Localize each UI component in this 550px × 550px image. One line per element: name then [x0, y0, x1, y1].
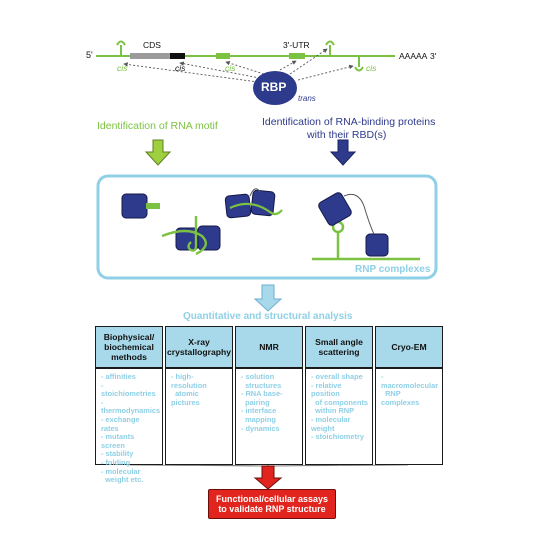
method-item: -stoichiometry — [311, 432, 364, 442]
rbp-binding-arrows — [123, 48, 354, 83]
method-item: -interface — [241, 406, 277, 416]
method-item: pairing — [245, 397, 270, 407]
method-item: atomic pictures — [171, 389, 200, 407]
method-body-biophysical: -affinities -stoichiometries -thermodyna… — [95, 368, 163, 484]
method-item: -folding — [101, 457, 131, 467]
method-item: weight etc. — [105, 475, 144, 485]
method-item: -macromolecular — [381, 372, 439, 390]
utr-element-1 — [216, 53, 230, 59]
cis-label: cis — [225, 63, 236, 73]
method-header-biophysical: Biophysical/ biochemical methods — [95, 326, 163, 368]
mrna-schematic — [96, 40, 395, 105]
functional-assays-box: Functional/cellular assays to validate R… — [208, 489, 336, 519]
method-item: RNP complexes — [381, 389, 420, 407]
method-item: -stoichiometries — [101, 380, 156, 399]
down-arrow-green-icon — [144, 139, 172, 166]
cds-region-black — [170, 53, 185, 59]
method-body-nmr: -solution structures -RNA base- pairing … — [235, 368, 303, 465]
stem-loop-icon — [116, 40, 126, 56]
method-header-xray: X-ray crystallography — [165, 326, 233, 368]
stem-loop-icon — [354, 56, 364, 72]
analysis-title: Quantitative and structural analysis — [183, 311, 353, 322]
rbp-oval — [253, 71, 297, 105]
rnp-complex-stemloop — [312, 192, 420, 261]
method-item: -dynamics — [241, 423, 280, 433]
method-item: of components — [315, 397, 369, 407]
cds-region-grey — [130, 53, 170, 59]
method-item: -thermodynamics — [101, 397, 161, 416]
method-header-saxs: Small angle scattering — [305, 326, 373, 368]
polya-label: AAAAA — [399, 51, 428, 61]
method-body-xray: -high-resolution atomic pictures — [165, 368, 233, 465]
method-item: -overall shape — [311, 372, 363, 381]
rna-motif-branch-label: Identification of RNA motif — [97, 120, 218, 132]
rnp-complexes-box — [96, 174, 438, 280]
rbp-branch-label-line2: with their RBD(s) — [307, 129, 387, 141]
rnp-complex-linker — [224, 188, 283, 219]
convergence-lines — [129, 464, 409, 467]
cis-label: cis — [117, 63, 128, 73]
method-item: -mutants screen — [101, 432, 135, 450]
method-item: -affinities — [101, 372, 136, 381]
rbp-label: RBP — [261, 80, 287, 94]
method-header-cryoem: Cryo-EM — [375, 326, 443, 368]
five-prime-label: 5' — [86, 50, 93, 60]
method-item: -solution — [241, 372, 275, 381]
rbp-branch-label-line1: Identification of RNA-binding proteins — [262, 116, 436, 128]
down-arrow-lightblue-icon — [253, 284, 283, 312]
three-prime-label: 3' — [430, 51, 437, 61]
method-item: -relative position — [311, 380, 342, 399]
method-item: within RNP — [315, 406, 355, 416]
method-item: -stability — [101, 449, 134, 459]
stem-loop-icon — [325, 40, 335, 56]
method-header-nmr: NMR — [235, 326, 303, 368]
cis-label: cis — [175, 63, 186, 73]
method-item: -exchange rates — [101, 414, 140, 433]
method-body-cryoem: -macromolecular RNP complexes — [375, 368, 443, 465]
down-arrow-navy-icon — [329, 139, 357, 166]
cis-label: cis — [366, 63, 377, 73]
method-item: -high-resolution — [171, 372, 207, 390]
utr-element-2 — [289, 53, 305, 59]
utr-label: 3'-UTR — [283, 40, 310, 50]
method-body-saxs: -overall shape -relative position of com… — [305, 368, 373, 465]
rnp-complex-tandem — [161, 216, 221, 256]
method-item: -RNA base- — [241, 389, 283, 399]
method-item: -molecular weight — [311, 414, 351, 433]
protein-domain-icon — [121, 193, 160, 219]
cds-label: CDS — [143, 40, 161, 50]
down-arrow-red-icon — [253, 465, 283, 490]
method-item: mapping — [245, 414, 276, 424]
rnp-complexes-label: RNP complexes — [355, 264, 431, 275]
trans-label: trans — [298, 94, 316, 103]
method-item: -molecular — [101, 466, 141, 476]
method-item: structures — [245, 380, 282, 390]
